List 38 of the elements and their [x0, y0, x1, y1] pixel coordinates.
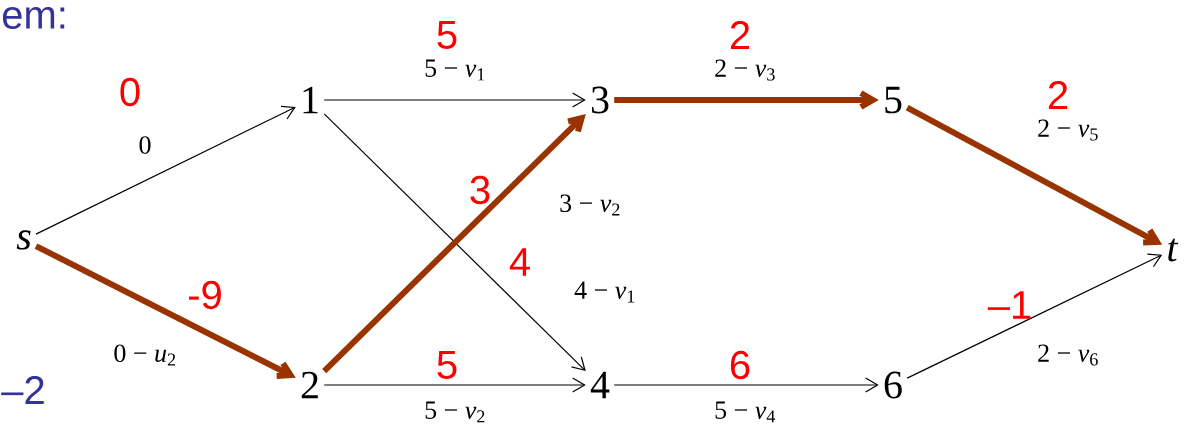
- edge-label: 5 − v$_{4}$: [713, 400, 777, 424]
- vertex-label: t: [1168, 238, 1179, 262]
- flow-value: 2: [1048, 81, 1068, 109]
- edge-label: 3 − v$_{2}$: [558, 193, 622, 217]
- vertex-label: s: [16, 230, 31, 250]
- edge-label: 0: [137, 135, 153, 155]
- arrow: [323, 92, 586, 108]
- flow-value: 2: [730, 21, 750, 49]
- flow-value: 5: [437, 21, 457, 49]
- flow-value: 4: [509, 248, 530, 276]
- edge-label: 4 − v$_{1}$: [573, 280, 637, 304]
- arrow: [34, 243, 296, 379]
- vertex-label: 4: [590, 371, 610, 399]
- vertex-label: 2: [301, 371, 318, 399]
- arrow: [323, 377, 586, 393]
- flow-value: 5: [437, 351, 457, 379]
- edge-label: 5 − v$_{2}$: [423, 400, 487, 424]
- vertex-label: 5: [885, 86, 902, 114]
- arrow: [906, 253, 1163, 379]
- edge-label: 0 − u$_{2}$: [112, 343, 178, 367]
- flow-value: –1: [987, 291, 1031, 319]
- edge-label: 2 − v$_{3}$: [713, 58, 777, 82]
- flow-value: -9: [189, 280, 221, 310]
- slide-text: –2: [1, 376, 44, 404]
- arrow: [613, 377, 879, 393]
- arrow: [614, 90, 879, 110]
- edge-label: 2 − v$_{6}$: [1036, 343, 1100, 367]
- flow-value: 6: [730, 350, 750, 380]
- slide-text: em:: [2, 7, 65, 29]
- flow-value: 0: [120, 77, 140, 107]
- edge-label: 5 − v$_{1}$: [423, 58, 487, 82]
- vertex-label: 3: [591, 86, 609, 114]
- vertex-label: 6: [884, 371, 902, 399]
- edge-label: 2 − v$_{5}$: [1036, 118, 1100, 142]
- arrow: [35, 105, 296, 235]
- arrow: [905, 104, 1163, 246]
- vertex-label: 1: [303, 86, 318, 114]
- flow-value: 3: [470, 175, 490, 205]
